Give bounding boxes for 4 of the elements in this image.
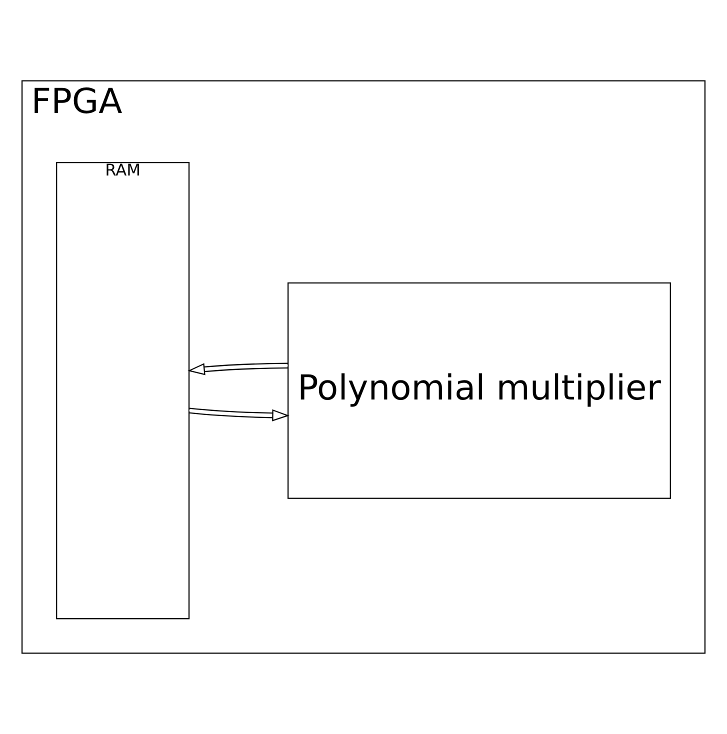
node-box: Polynomial multiplier xyxy=(288,282,671,499)
arrow xyxy=(188,362,288,376)
arrow xyxy=(189,408,290,422)
node-box: RAM xyxy=(56,162,190,620)
